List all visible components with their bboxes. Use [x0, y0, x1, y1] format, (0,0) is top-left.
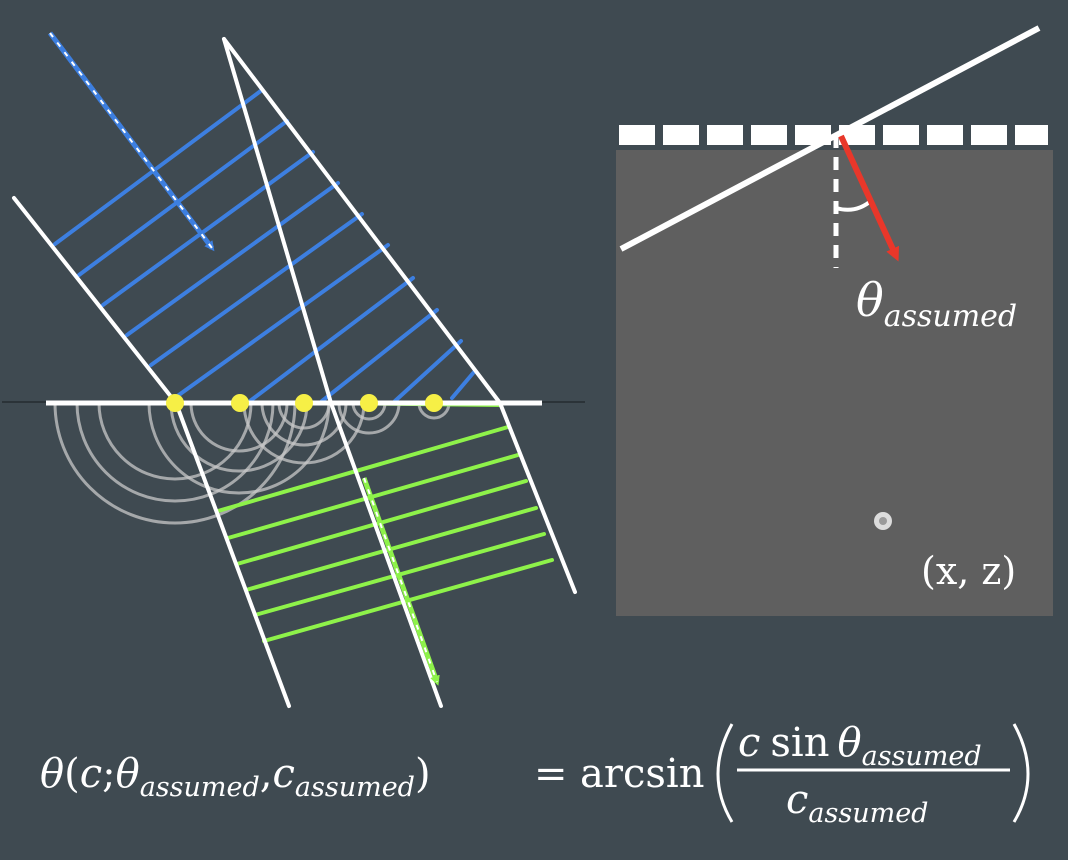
num-theta-subscript: assumed [862, 741, 982, 772]
incident-wavefront [53, 88, 264, 246]
source-points [166, 394, 443, 412]
incident-wavefront [248, 276, 415, 403]
lhs-open-paren: ( [64, 751, 80, 797]
lhs-comma: , [260, 751, 273, 797]
refraction-diagram [2, 31, 585, 708]
num-c: c [738, 720, 760, 766]
source-point [166, 394, 184, 412]
lhs-semicolon: ; [102, 751, 115, 797]
point-label: (x, z) [921, 549, 1016, 593]
transducer-array [619, 125, 1048, 145]
wavelet-arc [189, 402, 289, 453]
source-point [425, 394, 443, 412]
refracted-direction-dash [363, 477, 438, 683]
huygens-wavelets [53, 402, 451, 525]
lhs-theta-subscript: assumed [140, 772, 260, 803]
right-boundary-ray [222, 37, 502, 405]
lhs-theta: θ [40, 751, 64, 797]
transducer-element [619, 125, 655, 145]
equation-arcsin: arcsin [580, 751, 704, 797]
incident-wavefront [125, 181, 340, 337]
lhs-theta-assumed: θ [116, 751, 140, 797]
wavelet-arc [260, 402, 348, 447]
den-c: c [786, 777, 808, 823]
lhs-c-subscript: assumed [295, 772, 415, 803]
fraction-denominator: cassumed [786, 777, 928, 829]
transducer-element [971, 125, 1007, 145]
transducer-element [707, 125, 743, 145]
incident-wavefront [101, 150, 315, 307]
lhs-close-paren: ) [415, 751, 431, 797]
theta-assumed-label: θassumed [856, 273, 1017, 334]
incident-wavefront [149, 212, 364, 367]
refracted-wavefronts [216, 401, 554, 643]
incident-wavefront [450, 370, 476, 400]
num-sin: sin [770, 720, 829, 766]
transducer-element [663, 125, 699, 145]
propagation-direction-arrow [838, 134, 900, 262]
num-theta: θ [838, 720, 862, 766]
transducer-element [751, 125, 787, 145]
right-boundary-ray-refracted [498, 401, 577, 594]
wavelet-arc [277, 402, 331, 430]
middle-boundary-ray [222, 37, 333, 405]
transducer-element [1015, 125, 1048, 145]
left-boundary-ray-refracted [174, 401, 291, 708]
image-point-center [879, 517, 887, 525]
wavelet-arc [417, 402, 451, 420]
source-point [231, 394, 249, 412]
wavelet-arc [169, 402, 309, 473]
source-point [295, 394, 313, 412]
wavelet-arc [242, 402, 366, 465]
refracted-wavefront [216, 425, 510, 513]
middle-boundary-ray-refracted [329, 401, 443, 708]
source-point [360, 394, 378, 412]
wavelet-arc [97, 402, 253, 481]
incident-wavefront [320, 308, 439, 403]
ray-boundaries [12, 37, 577, 708]
transducer-element [883, 125, 919, 145]
wavelet-arc [337, 402, 401, 435]
incident-wavefront [393, 339, 463, 403]
big-left-paren [716, 723, 734, 823]
incident-wavefronts [53, 88, 476, 403]
lhs-c-assumed: c [272, 751, 294, 797]
equation-equals: = [534, 751, 568, 797]
wavelet-arc [53, 402, 297, 525]
equation-lhs: θ(c;θassumed,cassumed) [40, 751, 431, 803]
theta-symbol: θ [856, 273, 884, 327]
den-c-subscript: assumed [808, 798, 928, 829]
incident-wavefront [174, 243, 390, 399]
big-right-paren [1012, 723, 1030, 823]
medium-panel: θassumed (x, z) [616, 25, 1053, 616]
plane-wavefront [619, 25, 1041, 252]
incident-direction-dash [49, 32, 213, 249]
lhs-c: c [80, 751, 102, 797]
left-boundary-ray [12, 196, 178, 405]
transducer-element [927, 125, 963, 145]
incident-wavefront [77, 119, 289, 277]
theta-subscript: assumed [884, 299, 1017, 334]
wavelet-arc [351, 402, 387, 421]
